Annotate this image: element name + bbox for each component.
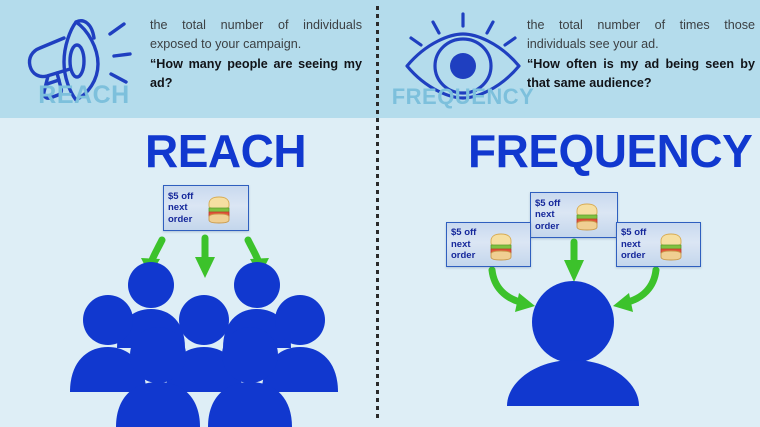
coupon-frequency-left[interactable]: $5 off next order <box>446 222 531 267</box>
ghost-word-reach: REACH <box>38 81 130 109</box>
header-band <box>0 0 760 118</box>
page-title-frequency: FREQUENCY <box>468 125 753 177</box>
page-title-reach: REACH <box>145 125 307 177</box>
reach-definition-text: the total number of individuals exposed … <box>150 16 362 93</box>
sandwich-icon <box>560 198 613 232</box>
eye-icon <box>405 12 521 100</box>
sandwich-icon <box>646 228 696 262</box>
coupon-frequency-center[interactable]: $5 off next order <box>530 192 618 238</box>
megaphone-icon-wrap: REACH <box>14 4 154 116</box>
eye-pupil <box>450 53 476 79</box>
coupon-frequency-right[interactable]: $5 off next order <box>616 222 701 267</box>
coupon-text: $5 off next order <box>168 190 194 225</box>
header-right-frequency: FREQUENCY the total number of times thos… <box>379 0 760 118</box>
sandwich-icon <box>193 191 244 225</box>
coupon-text: $5 off next order <box>451 227 477 262</box>
frequency-quote: “How often is my ad being seen by that s… <box>527 57 755 90</box>
reach-quote: “How many people are seeing my ad? <box>150 57 362 90</box>
frequency-definition-text: the total number of times those individu… <box>527 16 755 93</box>
coupon-reach[interactable]: $5 off next order <box>163 185 249 231</box>
coupon-text: $5 off next order <box>621 227 647 262</box>
vertical-dashed-divider <box>376 6 379 421</box>
megaphone-icon <box>27 19 132 102</box>
sandwich-icon <box>476 228 526 262</box>
ghost-word-frequency: FREQUENCY <box>391 84 535 109</box>
eye-icon-wrap: FREQUENCY <box>392 4 534 116</box>
frequency-definition: the total number of times those individu… <box>527 18 755 51</box>
reach-definition: the total number of individuals exposed … <box>150 18 362 51</box>
coupon-text: $5 off next order <box>535 197 561 232</box>
header-left-reach: REACH the total number of individuals ex… <box>0 0 376 118</box>
